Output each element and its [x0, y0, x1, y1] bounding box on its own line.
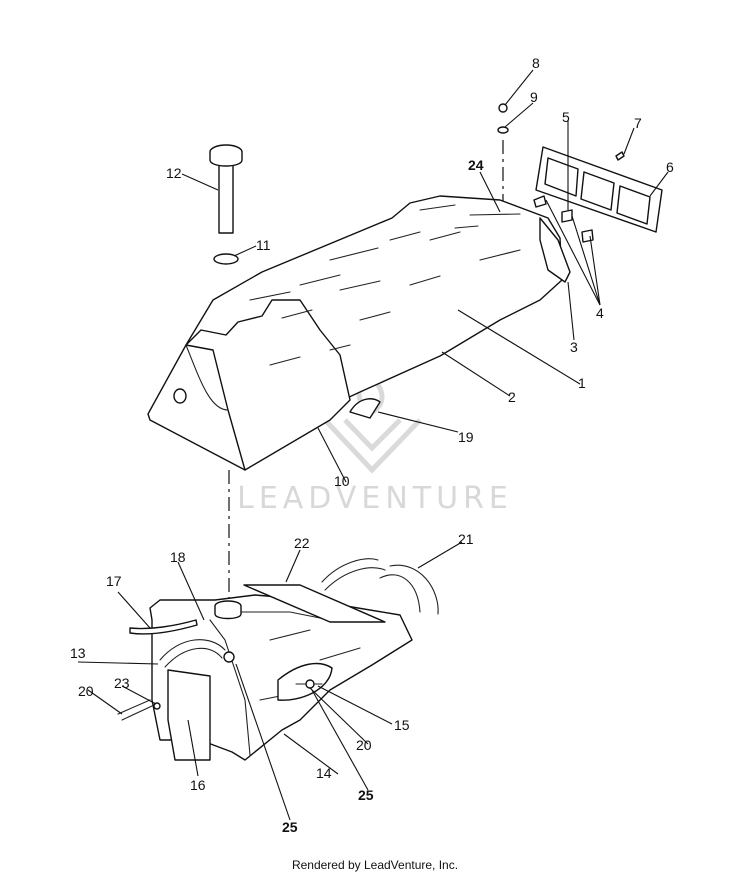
callout-16: 16 [190, 777, 206, 793]
leader-lines [77, 69, 669, 821]
callout-21: 21 [458, 531, 474, 547]
callout-10: 10 [334, 473, 350, 489]
callout-5: 5 [562, 109, 570, 125]
fuel-tank [117, 558, 439, 761]
callout-25-bottom: 25 [282, 819, 298, 835]
tank-cover [147, 195, 571, 471]
callout-2: 2 [508, 389, 516, 405]
callout-18: 18 [170, 549, 186, 565]
callout-7: 7 [634, 115, 642, 131]
gasket [535, 146, 663, 233]
callout-13: 13 [70, 645, 86, 661]
callout-15: 15 [394, 717, 410, 733]
callout-22: 22 [294, 535, 310, 551]
callout-4: 4 [596, 305, 604, 321]
callout-6: 6 [666, 159, 674, 175]
callouts: 8 9 5 7 6 24 12 11 4 3 1 2 19 10 22 21 1… [70, 55, 674, 835]
callout-11: 11 [256, 237, 271, 253]
callout-17: 17 [106, 573, 122, 589]
callout-8: 8 [532, 55, 540, 71]
nut [498, 103, 508, 113]
callout-1: 1 [578, 375, 586, 391]
fuel-cap [209, 144, 243, 234]
pin [615, 151, 625, 161]
callout-19: 19 [458, 429, 474, 445]
callout-24: 24 [468, 157, 484, 173]
watermark: LEADVENTURE [237, 371, 513, 516]
callout-9: 9 [530, 89, 538, 105]
washer [497, 126, 509, 134]
callout-20-right: 20 [356, 737, 372, 753]
callout-3: 3 [570, 339, 578, 355]
callout-25-right: 25 [358, 787, 374, 803]
filler-ring [213, 253, 239, 265]
watermark-text: LEADVENTURE [237, 481, 513, 516]
callout-14: 14 [316, 765, 332, 781]
screws [533, 195, 594, 243]
callout-23: 23 [114, 675, 130, 691]
render-credit: Rendered by LeadVenture, Inc. [291, 858, 459, 872]
callout-20-left: 20 [78, 683, 94, 699]
callout-12: 12 [166, 165, 182, 181]
